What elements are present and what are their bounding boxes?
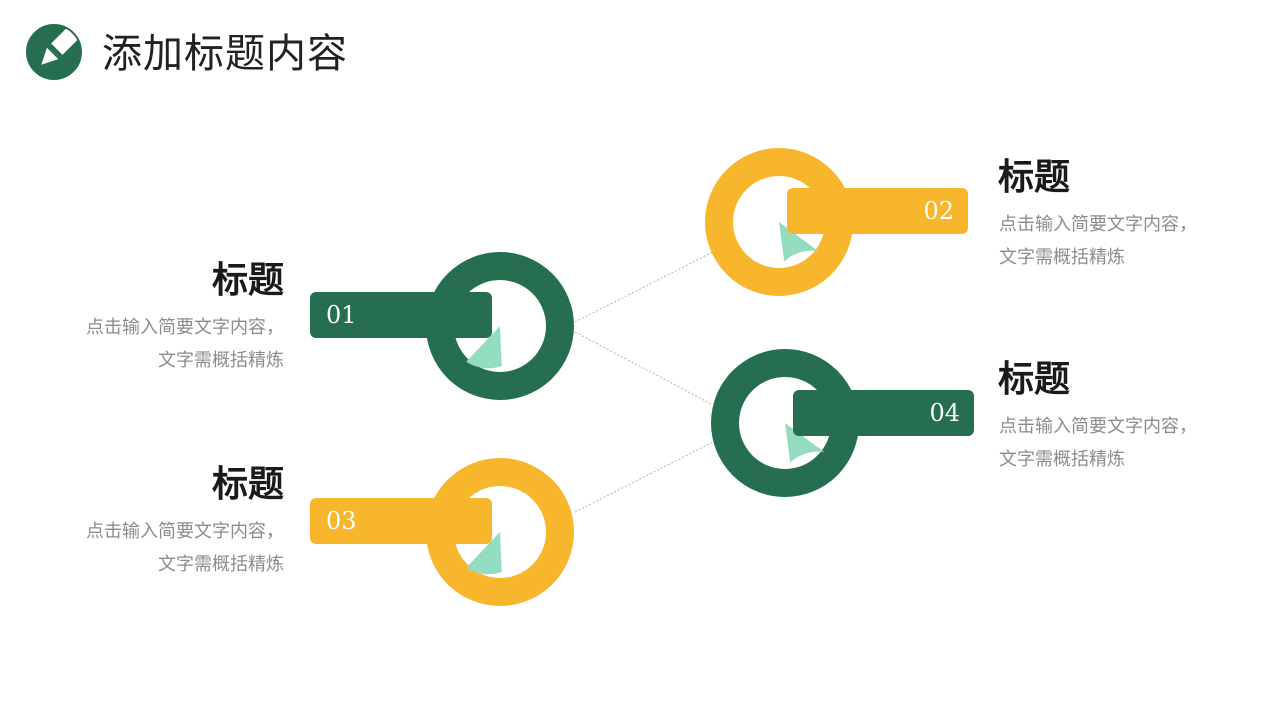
pencil-badge-icon xyxy=(26,24,82,80)
node-03-wedge xyxy=(466,532,502,575)
item-03-title: 标题 xyxy=(211,463,284,505)
item-04-desc-line2: 文字需概括精炼 xyxy=(999,449,1125,470)
node-01-wedge xyxy=(466,326,502,369)
item-01-desc: 点击输入简要文字内容， 文字需概括精炼 xyxy=(86,311,284,377)
page-title: 添加标题内容 xyxy=(102,31,348,77)
item-04-desc: 点击输入简要文字内容， 文字需概括精炼 xyxy=(999,410,1197,476)
item-01-desc-line2: 文字需概括精炼 xyxy=(158,350,284,371)
tab-04-number: 04 xyxy=(929,399,960,427)
tab-02: 02 xyxy=(787,188,968,234)
connector-01-04 xyxy=(574,331,714,406)
item-02-desc: 点击输入简要文字内容， 文字需概括精炼 xyxy=(999,208,1197,274)
tab-04: 04 xyxy=(793,390,974,436)
item-02-desc-line2: 文字需概括精炼 xyxy=(999,247,1125,268)
tab-01-number: 01 xyxy=(326,301,357,329)
item-01-desc-line1: 点击输入简要文字内容， xyxy=(86,317,284,338)
item-03-desc: 点击输入简要文字内容， 文字需概括精炼 xyxy=(86,515,284,581)
tab-03: 03 xyxy=(310,498,492,544)
item-01-title: 标题 xyxy=(211,259,284,301)
tab-03-number: 03 xyxy=(326,507,357,535)
connector-01-02 xyxy=(574,251,714,323)
connector-03-04 xyxy=(574,441,714,513)
item-04-title: 标题 xyxy=(998,358,1071,400)
item-02-title: 标题 xyxy=(998,156,1071,198)
item-03-desc-line1: 点击输入简要文字内容， xyxy=(86,521,284,542)
item-04-desc-line1: 点击输入简要文字内容， xyxy=(999,416,1197,437)
item-03-desc-line2: 文字需概括精炼 xyxy=(158,554,284,575)
item-02-desc-line1: 点击输入简要文字内容， xyxy=(999,214,1197,235)
tab-01: 01 xyxy=(310,292,492,338)
tab-02-number: 02 xyxy=(923,197,954,225)
